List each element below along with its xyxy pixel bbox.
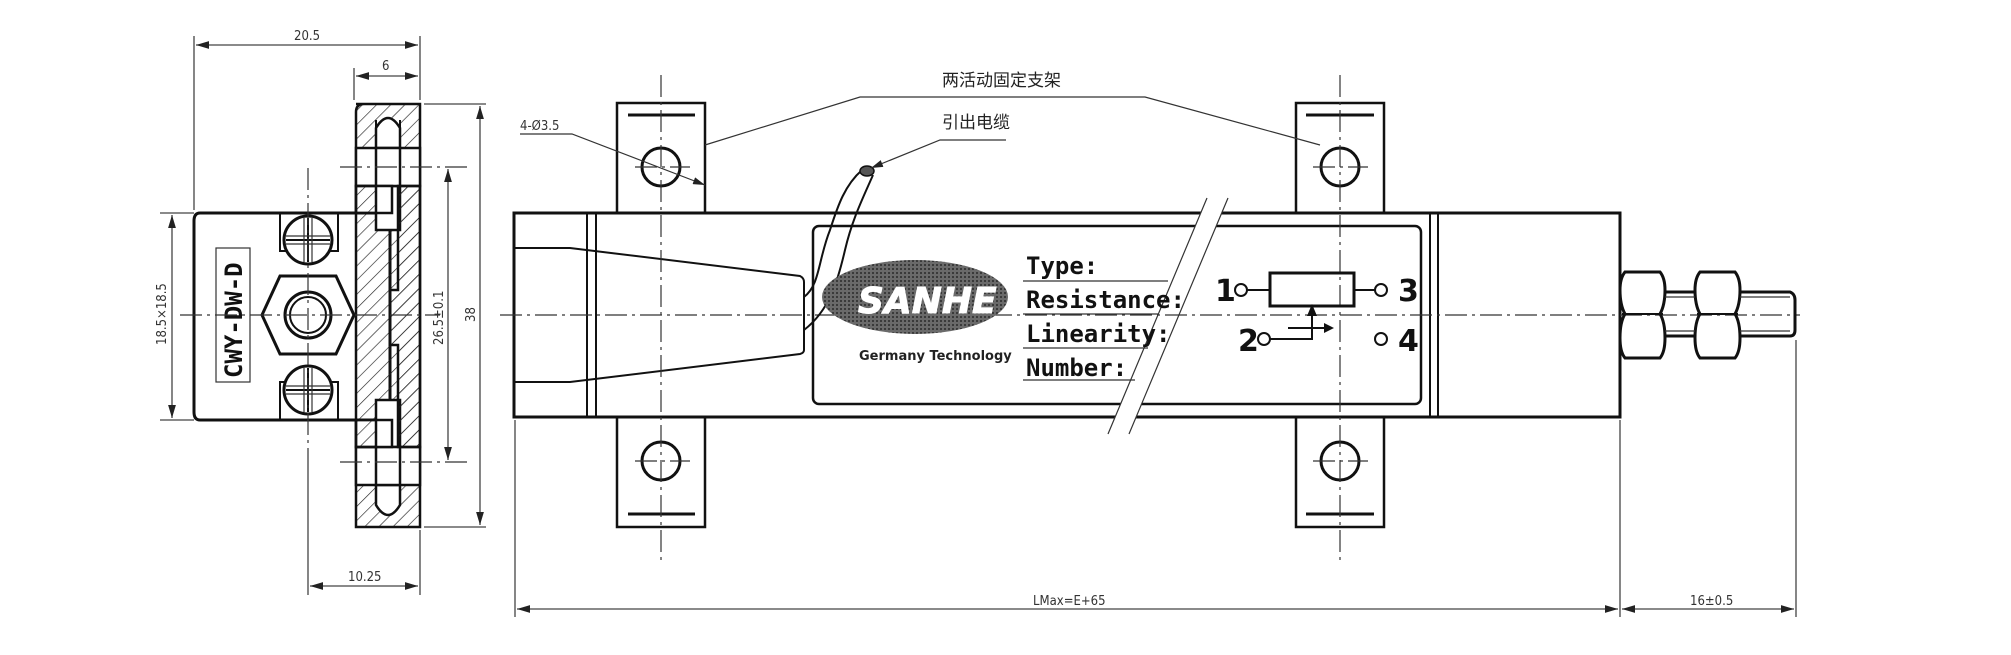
break-line: [1107, 197, 1229, 435]
sanhe-logo: SANHE: [822, 260, 1008, 334]
logo-brand: SANHE: [858, 281, 997, 322]
note-cable: 引出电缆: [942, 113, 1010, 133]
end-cap: [514, 247, 805, 383]
dim-18-5: 18.5×18.5: [155, 283, 170, 345]
field-number: Number:: [1026, 354, 1127, 382]
side-view: CWY-DW-D 20.5 6 18.5×18.5 26.5±0.1 38 10…: [155, 29, 486, 595]
note-brackets: 两活动固定支架: [942, 71, 1061, 91]
model-label: CWY-DW-D: [220, 262, 248, 378]
pin-4: 4: [1398, 324, 1419, 359]
dim-20-5: 20.5: [294, 29, 320, 44]
nameplate-fields: Type: Resistance: Linearity: Number:: [1023, 252, 1185, 382]
pin-3: 3: [1398, 274, 1419, 309]
potentiometer-symbol-icon: [1234, 271, 1388, 346]
dim-26-5: 26.5±0.1: [432, 291, 447, 345]
bracket-leader: [704, 96, 1321, 146]
field-linearity: Linearity:: [1026, 320, 1171, 348]
screw-bottom-icon: [279, 364, 339, 421]
dim-6: 6: [382, 59, 389, 74]
cable: [803, 169, 874, 331]
front-view: SANHE Germany Technology Type: Resistanc…: [500, 71, 1800, 617]
dim-10-25: 10.25: [348, 570, 381, 585]
screw-top-icon: [279, 212, 339, 266]
pin-1: 1: [1215, 274, 1236, 309]
rod-end-nuts: [1618, 270, 1797, 360]
field-type: Type:: [1026, 252, 1098, 280]
dim-38: 38: [464, 307, 479, 322]
dim-rod: 16±0.5: [1690, 594, 1733, 609]
field-resistance: Resistance:: [1026, 286, 1185, 314]
hole-callout: 4-Ø3.5: [520, 119, 559, 134]
side-body-outline: [192, 211, 392, 422]
pin-2: 2: [1238, 324, 1259, 359]
dim-length: LMax=E+65: [1033, 594, 1106, 609]
cable-leader: [870, 139, 1006, 169]
logo-tagline: Germany Technology: [859, 349, 1012, 364]
hole-leader: [520, 133, 706, 186]
